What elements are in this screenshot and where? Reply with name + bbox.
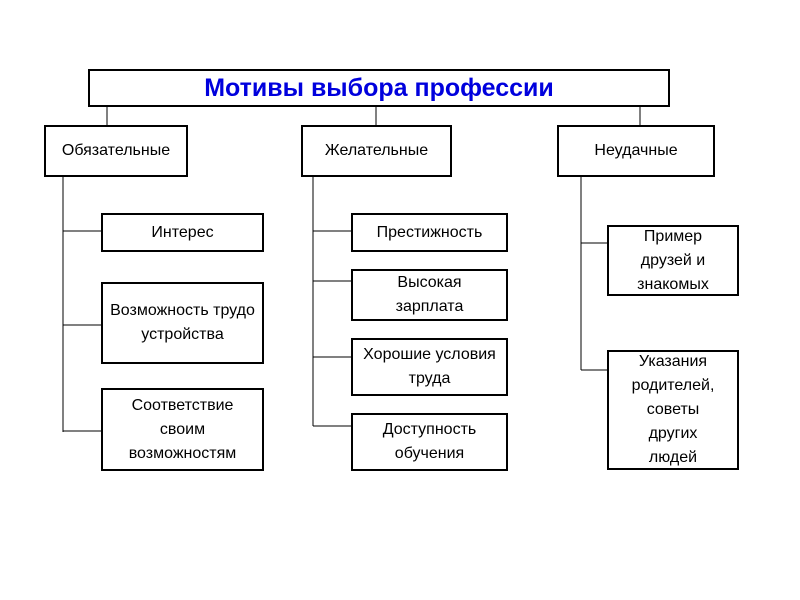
category-desirable: Желательные [301, 125, 452, 177]
item-prestige: Престижность [351, 213, 508, 252]
item-high-salary: Высокая зарплата [351, 269, 508, 321]
item-employment: Возможность трудоустройства [101, 282, 264, 364]
item-parents-advice: Указания родителей, советы других людей [607, 350, 739, 470]
title-box: Мотивы выбора профессии [88, 69, 670, 107]
category-mandatory: Обязательные [44, 125, 188, 177]
category-unsuccessful: Неудачные [557, 125, 715, 177]
item-accessibility: Доступность обучения [351, 413, 508, 471]
item-friends-example: Пример друзей и знакомых [607, 225, 739, 296]
item-interest: Интерес [101, 213, 264, 252]
item-good-conditions: Хорошие условия труда [351, 338, 508, 396]
item-abilities: Соответствие своим возможностям [101, 388, 264, 471]
